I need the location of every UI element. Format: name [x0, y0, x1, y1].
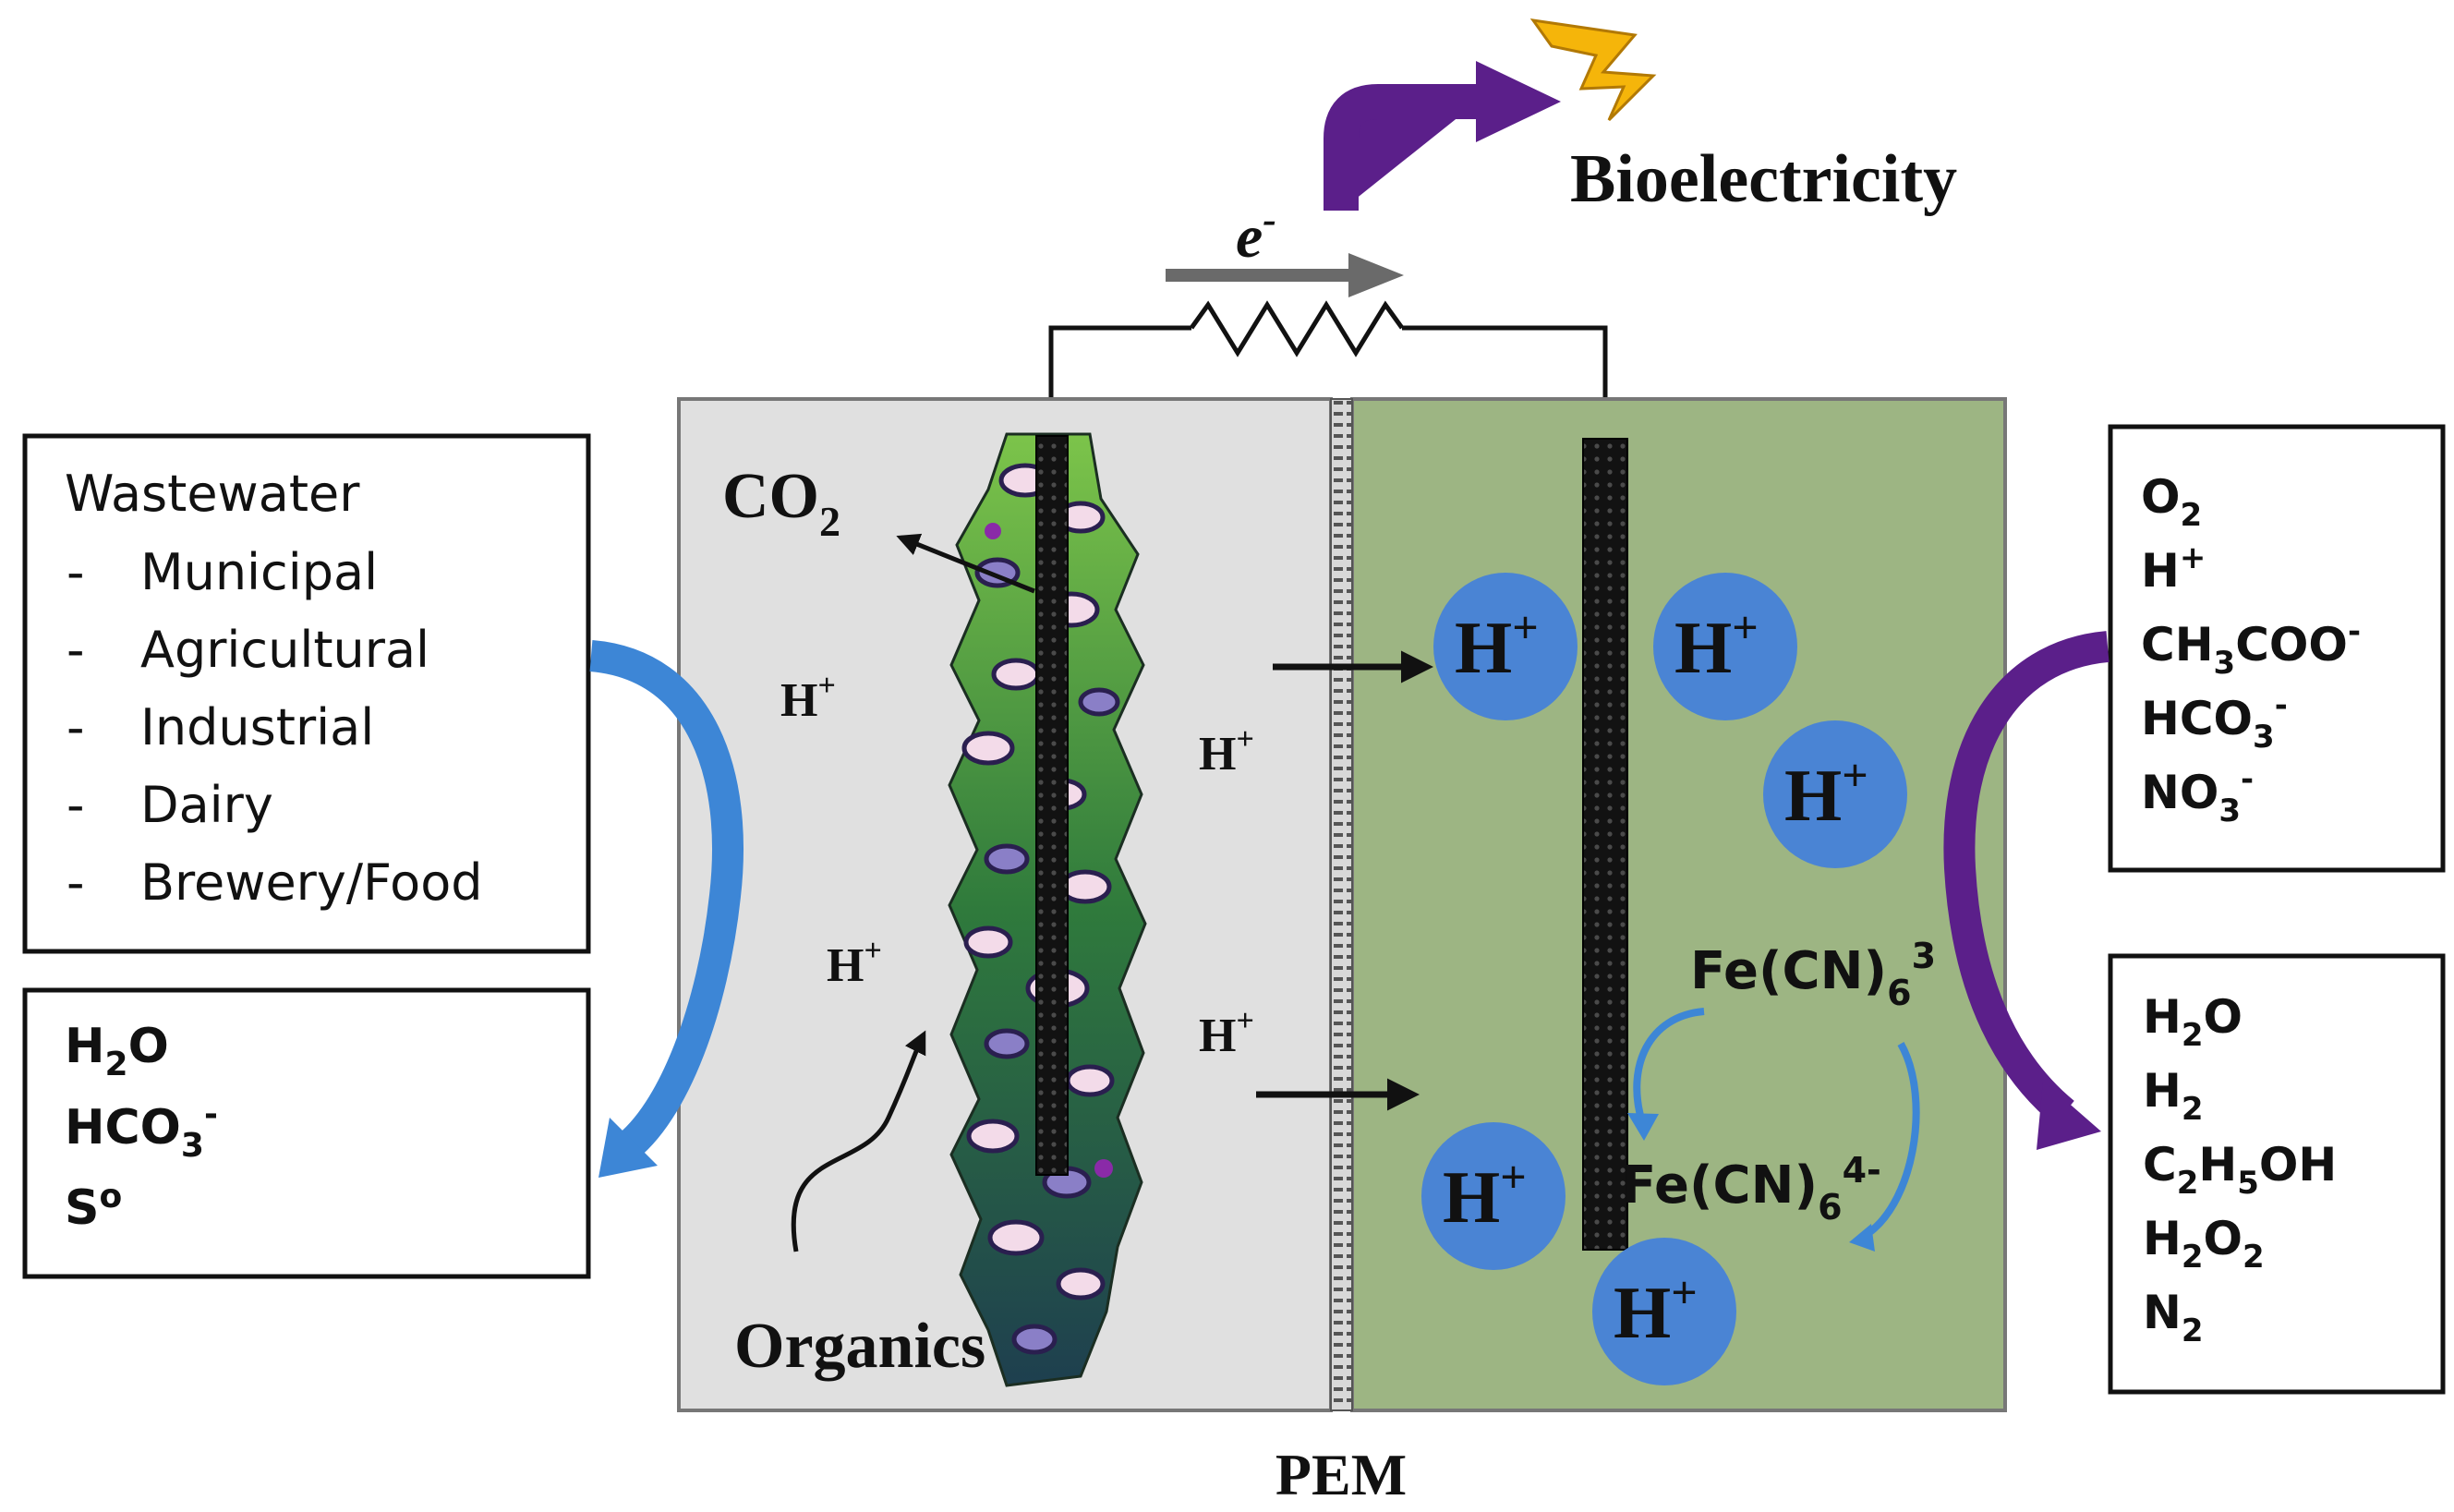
co2-arrow [896, 533, 1035, 594]
wastewater-item: Agricultural [140, 621, 429, 679]
redox-arrow-left [1633, 1008, 1705, 1124]
anode-electrode [1035, 435, 1069, 1176]
electron-label: e- [1236, 197, 1276, 271]
purple-output-arrow [1324, 84, 1478, 211]
anode-proton-3: H+ [1199, 722, 1254, 780]
input-nitrate: NO3- [2141, 761, 2254, 829]
input-oxygen: O2 [2141, 470, 2202, 534]
ferrocyanide-label: Fe(CN)64- [1621, 1150, 1881, 1228]
left-flow-arrow [589, 640, 743, 1178]
cathode-products-box: H2O H2 C2H5OH H2O2 N2 [2108, 953, 2446, 1395]
co2-label: CO2 [722, 461, 840, 545]
ferricyanide-label: Fe(CN)63 [1690, 936, 1936, 1013]
redox-arrow-right [1858, 1042, 1920, 1241]
output-bicarbonate: HCO3- [65, 1095, 218, 1165]
svg-text:H+: H+ [1784, 749, 1868, 837]
svg-text:-: - [66, 776, 85, 834]
organics-input: Organics [734, 1030, 985, 1382]
proton-bubble-5: H+ [1592, 1238, 1736, 1385]
input-acetate: CH3COO- [2141, 613, 2361, 682]
wastewater-list: - Municipal - Agricultural - Industrial … [66, 543, 483, 912]
product-peroxide: H2O2 [2143, 1212, 2265, 1276]
cathode-protons: H+ H+ H+ H+ H+ [1421, 573, 1907, 1385]
product-nitrogen: N2 [2143, 1286, 2204, 1349]
proton-bubble-2: H+ [1653, 573, 1797, 720]
proton-bubble-3: H+ [1763, 720, 1907, 868]
anode-proton-1: H+ [780, 669, 836, 727]
redox-arrowhead-right [1849, 1224, 1875, 1252]
anode-proton-2: H+ [827, 934, 882, 992]
svg-text:-: - [66, 698, 85, 756]
proton-bubble-1: H+ [1433, 573, 1578, 720]
product-water: H2O [2143, 990, 2242, 1054]
anode-protons: H+ H+ H+ H+ [780, 669, 1254, 1062]
proton-exchange-membrane [1330, 398, 1353, 1411]
electron-flow-arrowhead [1348, 253, 1404, 297]
redox-arrowhead-left [1627, 1113, 1659, 1141]
wastewater-item: Municipal [140, 543, 378, 601]
bioelectricity-group: Bioelectricity e- [1166, 18, 1957, 297]
svg-text:-: - [66, 621, 85, 679]
svg-text:H+: H+ [1443, 1151, 1527, 1239]
proton-bubble-4: H+ [1421, 1122, 1565, 1270]
product-hydrogen: H2 [2143, 1064, 2204, 1128]
svg-text:-: - [66, 543, 85, 601]
right-flow-arrow [1943, 631, 2109, 1150]
cathode-inputs-box: O2 H+ CH3COO- HCO3- NO3- [2108, 424, 2446, 873]
product-ethanol: C2H5OH [2143, 1138, 2337, 1202]
wastewater-title: Wastewater [65, 465, 360, 523]
curved-arrow-icon [791, 1030, 926, 1252]
input-proton: H+ [2141, 539, 2206, 598]
output-sulfur: So [65, 1178, 122, 1236]
svg-text:-: - [66, 853, 85, 912]
wastewater-item: Industrial [140, 698, 374, 756]
anode-proton-4: H+ [1199, 1004, 1254, 1062]
cathode-electrode [1582, 438, 1628, 1251]
ferricyanide-cycle: Fe(CN)63 Fe(CN)64- [1621, 936, 1936, 1252]
wastewater-input-box: Wastewater - Municipal - Agricultural - … [22, 433, 591, 954]
anode-output-box: H2O HCO3- So [22, 987, 591, 1279]
bioelectricity-label: Bioelectricity [1570, 141, 1957, 217]
purple-output-arrowhead [1476, 61, 1561, 142]
pem-label: PEM [1275, 1442, 1407, 1507]
svg-text:H+: H+ [1614, 1266, 1698, 1354]
resistor-icon [1189, 300, 1405, 357]
anode-biofilm [948, 432, 1147, 1387]
svg-text:H+: H+ [1455, 601, 1539, 689]
wastewater-item: Brewery/Food [140, 853, 483, 912]
wastewater-item: Dairy [140, 776, 273, 834]
output-water: H2O [65, 1019, 169, 1083]
input-bicarbonate: HCO3- [2141, 687, 2288, 756]
organics-label: Organics [734, 1311, 985, 1382]
co2-release: CO2 [722, 461, 1035, 594]
lightning-bolt-icon [1529, 18, 1657, 122]
svg-text:H+: H+ [1674, 601, 1759, 689]
